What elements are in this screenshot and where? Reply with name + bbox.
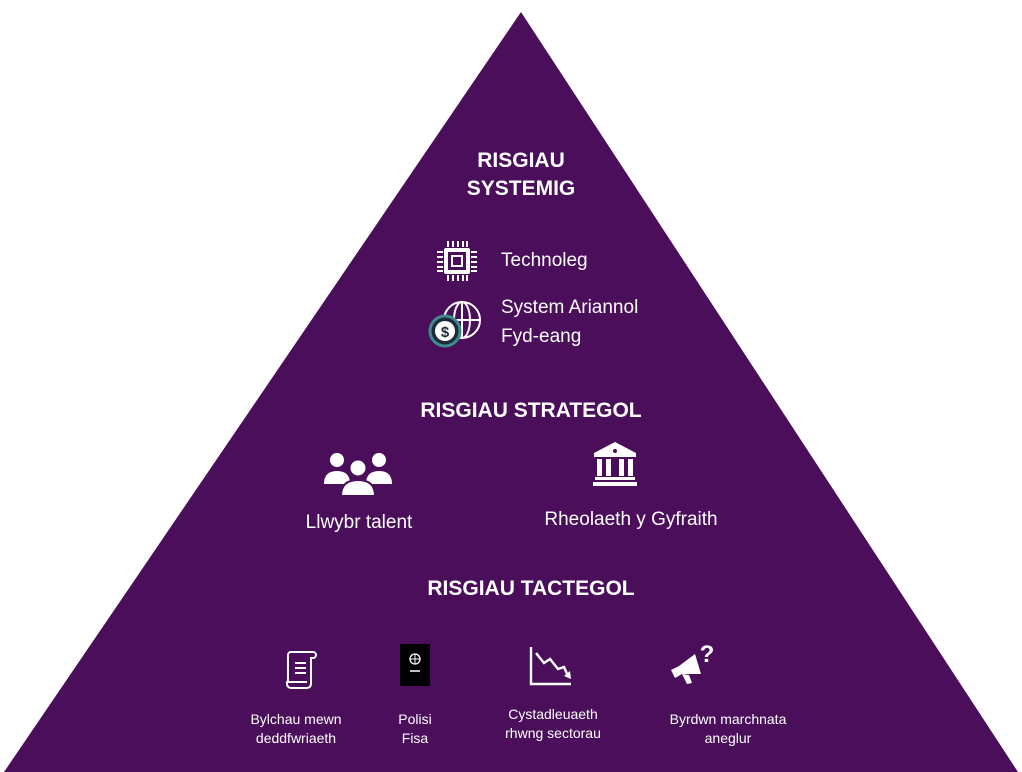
cpu-chip-icon <box>434 238 480 284</box>
courthouse-icon <box>591 440 639 488</box>
globe-dollar-icon: $ <box>426 298 484 350</box>
declining-chart-icon <box>528 645 574 687</box>
marketing-line1: Byrdwn marchnata <box>669 711 787 727</box>
people-group-icon <box>320 450 396 498</box>
visa-policy-label: Polisi Fisa <box>375 710 455 748</box>
legislation-gaps-line2: deddfwriaeth <box>255 730 337 746</box>
competition-line1: Cystadleuaeth <box>508 706 598 722</box>
scroll-document-icon <box>283 648 319 690</box>
systemic-title-line1: RISGIAU <box>477 149 565 172</box>
visa-policy-line1: Polisi <box>398 711 432 727</box>
svg-text:?: ? <box>700 641 715 668</box>
visa-policy-line2: Fisa <box>401 730 429 746</box>
systemic-title-line2: SYSTEMIG <box>466 177 576 200</box>
talent-pipeline-label: Llwybr talent <box>305 512 413 533</box>
financial-label-line2: Fyd-eang <box>501 326 582 347</box>
financial-label-line1: System Ariannol <box>501 297 639 318</box>
legislation-gaps-line1: Bylchau mewn <box>250 711 342 727</box>
marketing-line2: aneglur <box>704 730 752 746</box>
megaphone-question-icon: ? <box>667 640 719 688</box>
strategic-tier-title: RISGIAU STRATEGOL <box>420 399 642 422</box>
unclear-marketing-label: Byrdwn marchnata aneglur <box>638 710 818 748</box>
passport-icon <box>400 644 430 686</box>
legislation-gaps-label: Bylchau mewn deddfwriaeth <box>226 710 366 748</box>
cross-sector-competition-label: Cystadleuaeth rhwng sectorau <box>478 705 628 743</box>
systemic-tier-title: RISGIAU SYSTEMIG <box>421 147 621 203</box>
global-financial-system-label: System Ariannol Fyd-eang <box>501 295 638 349</box>
competition-line2: rhwng sectorau <box>505 725 601 741</box>
technology-label: Technoleg <box>501 250 588 271</box>
tactical-tier-title: RISGIAU TACTEGOL <box>427 577 635 600</box>
svg-text:$: $ <box>441 324 450 341</box>
rule-of-law-label: Rheolaeth y Gyfraith <box>544 509 718 530</box>
